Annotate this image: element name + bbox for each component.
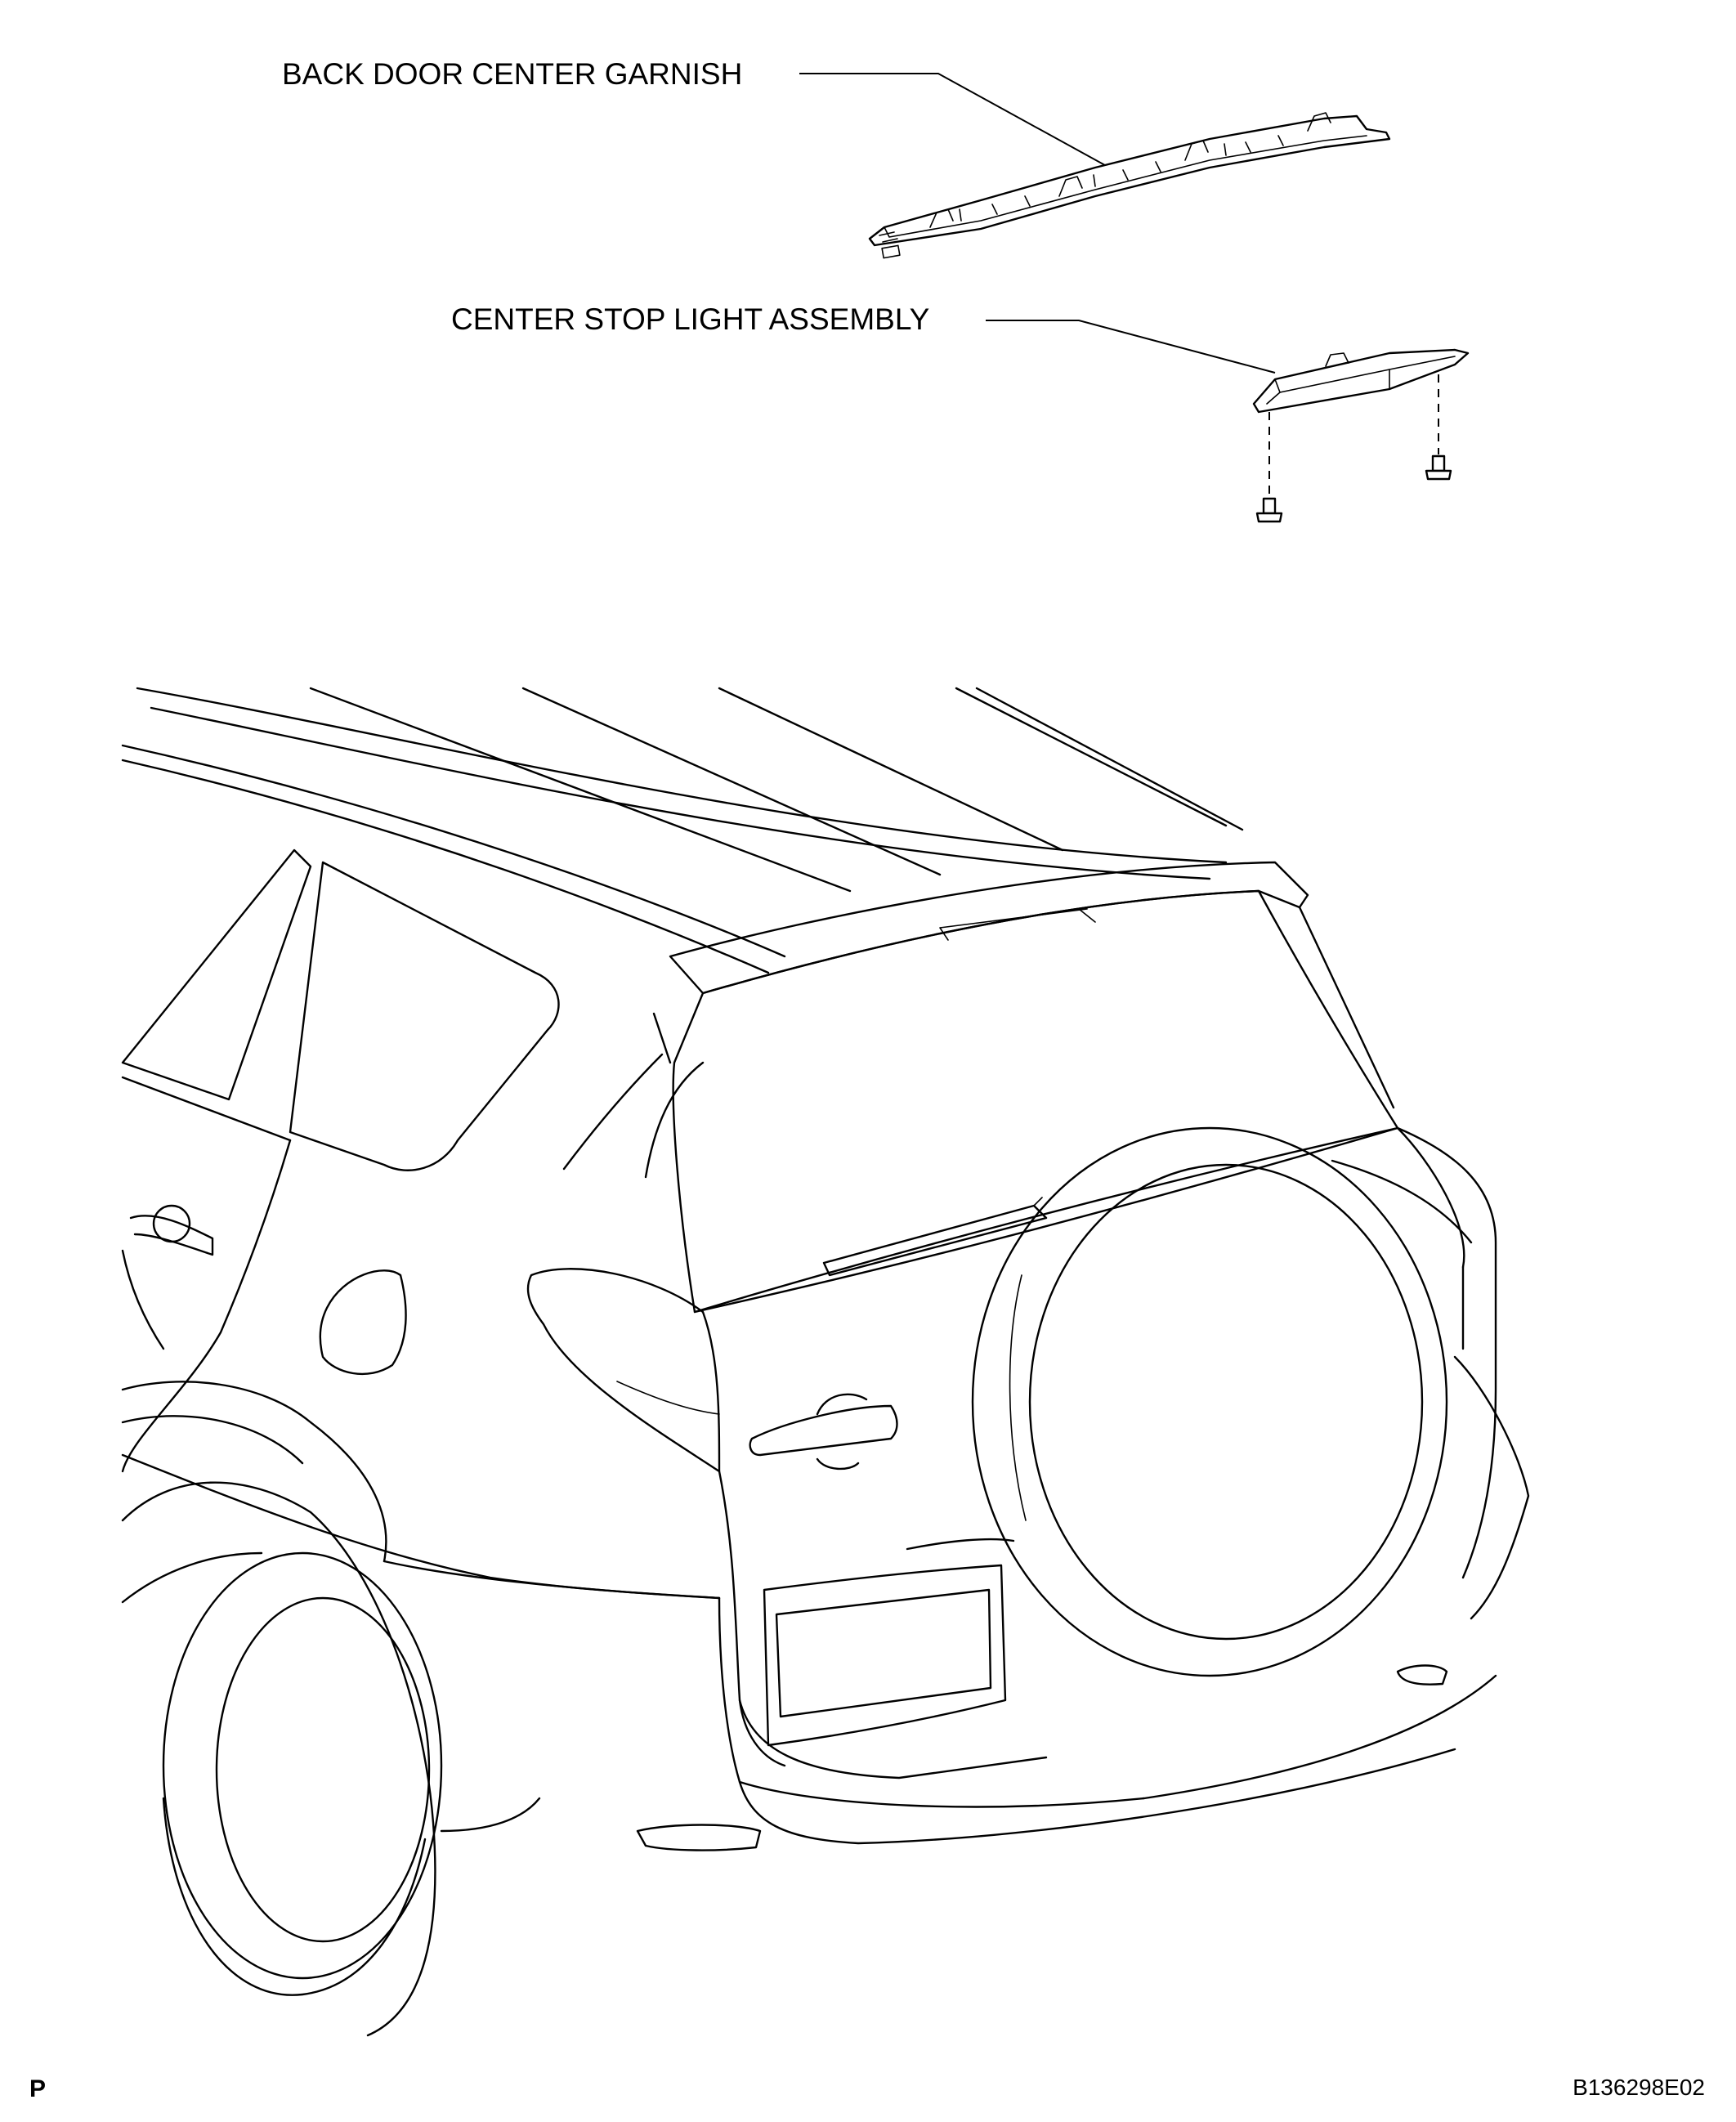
corner-mark-left: P xyxy=(29,2075,46,2102)
label-center-stop-light-assembly: CENTER STOP LIGHT ASSEMBLY xyxy=(451,302,929,336)
drawing-reference-number: B136298E02 xyxy=(1573,2075,1705,2100)
back-door-center-garnish-part xyxy=(868,112,1391,259)
spare-tire-inner xyxy=(1028,1163,1424,1641)
screw-right xyxy=(1425,454,1452,481)
rear-wheel-rim xyxy=(215,1596,431,1943)
leader-center-stop-light-assembly xyxy=(986,320,1276,374)
rear-wheel-tire xyxy=(162,1551,443,1980)
label-back-door-center-garnish: BACK DOOR CENTER GARNISH xyxy=(282,57,742,91)
leader-back-door-center-garnish xyxy=(799,73,1121,174)
vehicle-rear-line-art xyxy=(121,687,1530,2037)
screw-left xyxy=(1255,497,1283,523)
spare-tire-outer xyxy=(971,1126,1448,1677)
center-stop-light-assembly-part xyxy=(1252,348,1470,499)
